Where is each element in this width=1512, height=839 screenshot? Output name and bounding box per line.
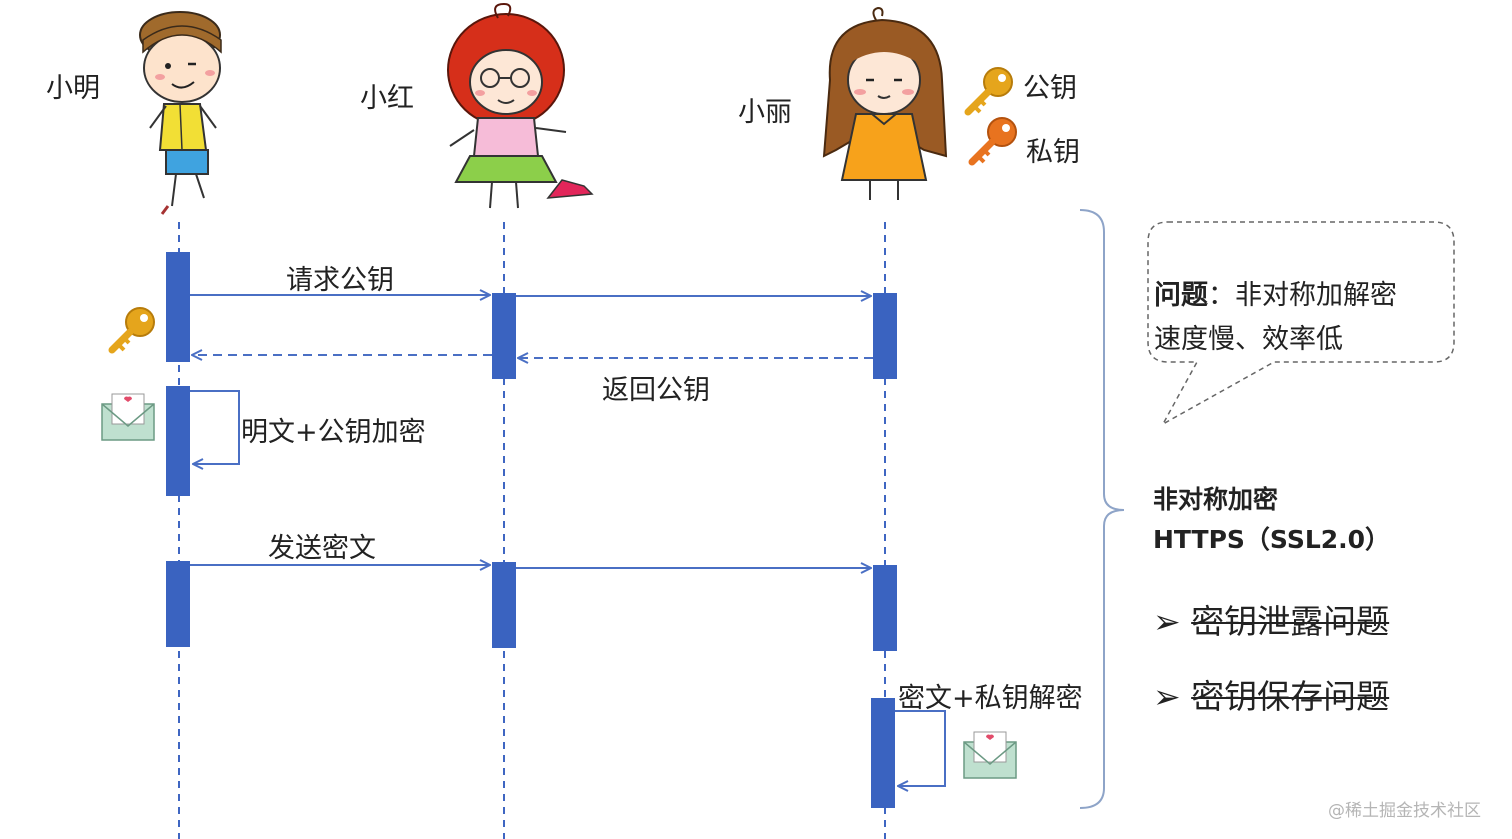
actor-label-xiaoming: 小明 (46, 73, 100, 104)
activation-xiaoming-1 (166, 252, 190, 362)
activation-xiaohong-1 (492, 293, 516, 379)
notes-item-key-storage: ➢ 密钥保存问题 (1153, 670, 1389, 718)
xiaohong-avatar (447, 2, 594, 209)
legend-private-key-label: 私钥 (1026, 137, 1080, 168)
private-key-icon (968, 117, 1017, 166)
public-key-icon (964, 67, 1013, 116)
arrow-self-encrypt (190, 390, 240, 464)
encrypted-letter-icon (101, 393, 155, 441)
message-request-public-key: 请求公钥 (286, 265, 394, 296)
xiaoming-avatar (139, 11, 222, 215)
actor-label-xiaoli: 小丽 (738, 97, 792, 128)
message-decrypt-with-private-key: 密文+私钥解密 (898, 683, 1083, 714)
message-return-public-key: 返回公钥 (602, 375, 710, 406)
message-send-ciphertext: 发送密文 (268, 533, 376, 564)
bullet-icon: ➢ (1153, 677, 1181, 716)
activation-xiaoli-1 (873, 293, 897, 379)
bracket-brace (1079, 209, 1125, 809)
notes-item-key-storage-text: 密钥保存问题 (1191, 677, 1390, 716)
actor-label-xiaohong: 小红 (360, 83, 414, 114)
decrypted-letter-icon (963, 731, 1017, 779)
notes-item-key-leak-text: 密钥泄露问题 (1191, 602, 1390, 641)
watermark: @稀土掘金技术社区 (1328, 801, 1481, 821)
activation-xiaoli-3 (871, 698, 895, 808)
arrow-self-decrypt (895, 710, 946, 786)
legend-public-key-label: 公钥 (1023, 73, 1077, 104)
notes-title: 非对称加密 (1153, 485, 1279, 514)
activation-xiaoli-2 (873, 565, 897, 651)
activation-xiaohong-2 (492, 562, 516, 648)
message-encrypt-with-public-key: 明文+公钥加密 (241, 417, 426, 448)
callout-label: 问题 (1154, 280, 1208, 311)
received-public-key-icon (108, 307, 155, 354)
notes-subtitle: HTTPS（SSL2.0） (1153, 525, 1391, 554)
xiaoli-avatar (822, 6, 948, 200)
callout-line-2: 速度慢、效率低 (1154, 324, 1343, 355)
notes-item-key-leak: ➢ 密钥泄露问题 (1153, 595, 1389, 643)
callout-line-1-rest: ：非对称加解密 (1208, 280, 1397, 311)
bullet-icon: ➢ (1153, 602, 1181, 641)
activation-xiaoming-3 (166, 561, 190, 647)
callout-line-1: 问题：非对称加解密 (1154, 273, 1397, 312)
activation-xiaoming-2 (166, 386, 190, 496)
callout-bubble (1147, 221, 1455, 426)
